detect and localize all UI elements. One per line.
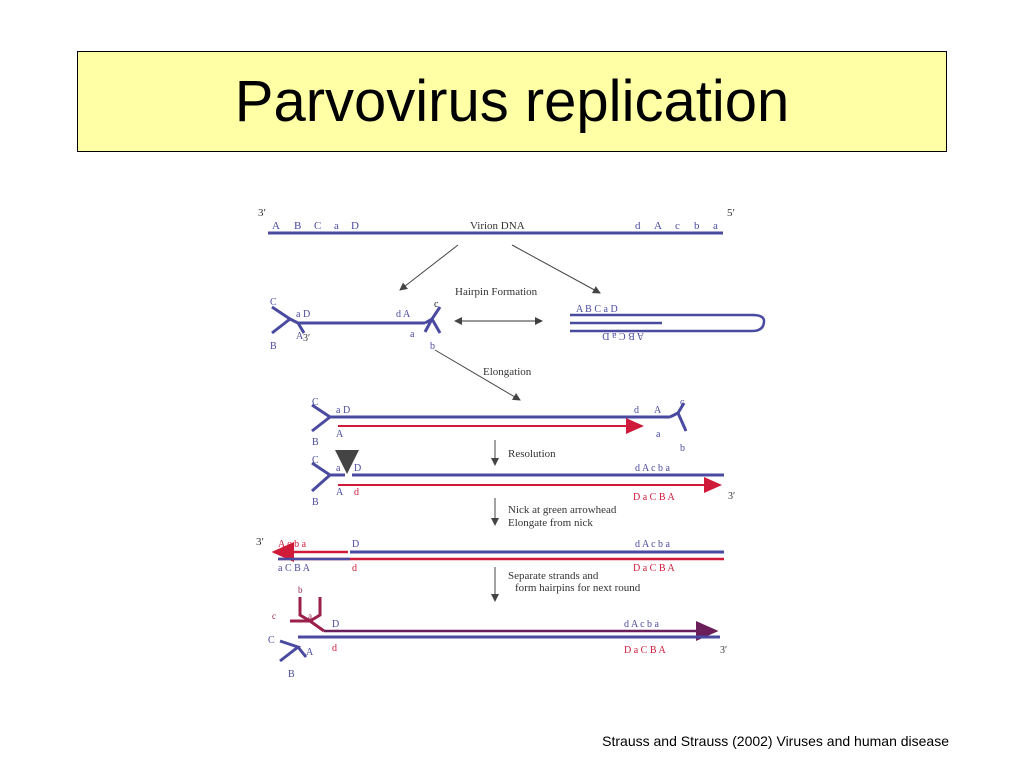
svg-text:B: B <box>288 669 295 680</box>
svg-text:a: a <box>336 463 341 474</box>
svg-text:A B C a D: A B C a D <box>602 330 644 341</box>
branch-arrow-left <box>399 244 459 291</box>
svg-text:a D: a D <box>296 309 310 320</box>
svg-text:3′: 3′ <box>720 645 727 656</box>
virion-letter: c <box>675 220 680 232</box>
svg-text:D: D <box>352 539 359 550</box>
svg-text:B: B <box>270 341 277 352</box>
svg-text:A: A <box>296 331 304 342</box>
virion-letter: C <box>314 220 321 232</box>
replication-diagram: 3′ 5′ A B C a D Virion DNA d A c b a Hai… <box>256 207 766 680</box>
svg-text:B: B <box>312 437 319 448</box>
svg-text:D: D <box>332 619 339 630</box>
virion-letter: A <box>272 220 280 232</box>
svg-text:D a C B A: D a C B A <box>624 645 666 656</box>
svg-text:a D: a D <box>336 405 350 416</box>
svg-text:D a C B A: D a C B A <box>633 492 675 503</box>
five-prime-label: 5′ <box>727 207 735 219</box>
svg-text:d A c b a: d A c b a <box>624 619 660 630</box>
branch-arrow-right <box>511 244 601 294</box>
resolution-label: Resolution <box>508 448 556 460</box>
three-prime-label: 3′ <box>258 207 266 219</box>
svg-text:A c b a: A c b a <box>278 539 307 550</box>
virion-letter: b <box>694 220 700 232</box>
elongated-row: C B a D A d A c a b <box>311 397 688 454</box>
svg-text:D: D <box>354 463 361 474</box>
svg-text:d: d <box>634 405 639 416</box>
svg-text:d A: d A <box>396 309 411 320</box>
elongation-arrow <box>434 349 521 401</box>
svg-text:d: d <box>332 643 337 654</box>
svg-text:C: C <box>268 635 275 646</box>
svg-text:d A c b a: d A c b a <box>635 539 671 550</box>
svg-text:d A c b a: d A c b a <box>635 463 671 474</box>
svg-text:a: a <box>410 329 415 340</box>
separating-row: 3′ A c b a D a C B A d d A c b a D a C B… <box>256 536 724 574</box>
virion-letter: B <box>294 220 301 232</box>
virion-dna-row: 3′ 5′ A B C a D Virion DNA d A c b a <box>258 207 735 235</box>
virion-letter: d <box>635 220 641 232</box>
elongation-label: Elongation <box>483 366 532 378</box>
virion-letter: A <box>654 220 662 232</box>
svg-text:b: b <box>298 585 303 595</box>
svg-text:A B C a D: A B C a D <box>576 304 618 315</box>
svg-text:c: c <box>680 397 685 408</box>
svg-text:C: C <box>312 455 319 466</box>
resolved-row: C B a D A d d A c b a D a C B A 3′ <box>311 450 735 508</box>
nick-label-line1: Nick at green arrowhead <box>508 504 617 516</box>
hairpin-formation-label: Hairpin Formation <box>455 286 538 298</box>
svg-text:3′: 3′ <box>256 536 264 548</box>
virion-letter: a <box>713 220 718 232</box>
virion-letter: D <box>351 220 359 232</box>
svg-text:3′: 3′ <box>303 333 310 344</box>
title-box: Parvovirus replication <box>77 51 947 152</box>
next-round-row: b c a C B A D d d A c b a D a C B A 3′ <box>268 585 727 680</box>
svg-text:a C B A: a C B A <box>278 563 311 574</box>
citation: Strauss and Strauss (2002) Viruses and h… <box>602 733 949 749</box>
separate-label-line1: Separate strands and <box>508 570 599 582</box>
svg-text:A: A <box>654 405 662 416</box>
svg-text:C: C <box>270 297 277 308</box>
hairpin-row: C B a D A 3′ d A c a b A B C a D A B C a… <box>270 297 766 352</box>
svg-text:d: d <box>352 563 357 574</box>
svg-text:c: c <box>434 299 439 310</box>
separate-label-line2: form hairpins for next round <box>515 582 641 594</box>
slide-title: Parvovirus replication <box>234 69 790 134</box>
svg-text:b: b <box>430 341 435 352</box>
svg-text:C: C <box>312 397 319 408</box>
svg-text:a: a <box>656 429 661 440</box>
virion-dna-label: Virion DNA <box>470 220 525 232</box>
nick-label-line2: Elongate from nick <box>508 517 593 529</box>
svg-text:B: B <box>312 497 319 508</box>
svg-text:3′: 3′ <box>728 491 735 502</box>
svg-text:c: c <box>272 611 276 621</box>
svg-text:A: A <box>336 487 344 498</box>
svg-text:D a C B A: D a C B A <box>633 563 675 574</box>
svg-text:b: b <box>680 443 685 454</box>
svg-text:a: a <box>308 611 312 621</box>
svg-text:A: A <box>306 647 314 658</box>
svg-text:d: d <box>354 487 359 498</box>
svg-text:A: A <box>336 429 344 440</box>
virion-letter: a <box>334 220 339 232</box>
